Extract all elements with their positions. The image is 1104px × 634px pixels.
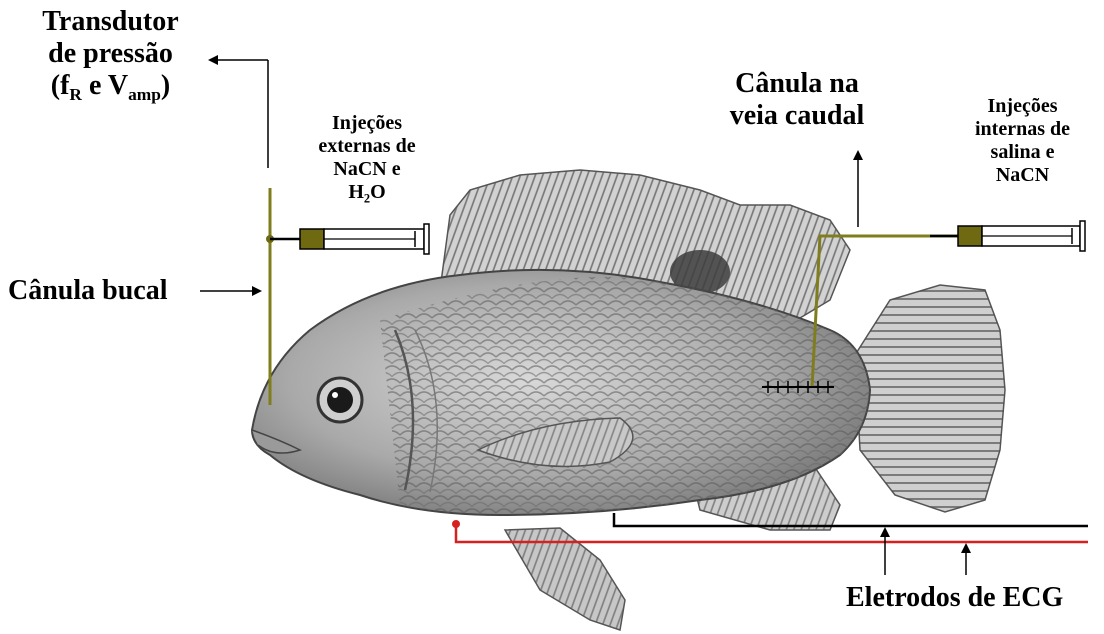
ecg-electrodes-label: Eletrodos de ECG [846, 582, 1063, 614]
internal-injections-line3: salina e [955, 141, 1090, 164]
external-syringe [300, 224, 429, 254]
external-injections-line1: Injeções [292, 112, 442, 135]
external-injections-line2: externas de [292, 135, 442, 158]
internal-injections-label: Injeções internas de salina e NaCN [955, 95, 1090, 187]
arrow-icon [853, 150, 863, 160]
internal-injections-line2: internas de [955, 118, 1090, 141]
arrow-icon [252, 286, 262, 296]
caudal-vein-cannula-label: Cânula na veia caudal [722, 68, 872, 132]
transducer-line1: Transdutor [28, 6, 193, 38]
transducer-label: Transdutor de pressão (fR e Vamp) [28, 6, 193, 103]
caudal-vein-line2: veia caudal [722, 100, 872, 132]
internal-injections-line4: NaCN [955, 164, 1090, 187]
external-injections-label: Injeções externas de NaCN e H2O [292, 112, 442, 204]
external-injections-line4: H2O [292, 181, 442, 204]
transducer-line3: (fR e Vamp) [28, 70, 193, 102]
arrow-icon [880, 527, 890, 537]
external-injections-line3: NaCN e [292, 158, 442, 181]
arrow-icon [208, 55, 218, 65]
internal-injections-line1: Injeções [955, 95, 1090, 118]
buccal-cannula-label: Cânula bucal [8, 275, 168, 307]
arrow-icon [961, 543, 971, 553]
caudal-vein-line1: Cânula na [722, 68, 872, 100]
internal-syringe [958, 221, 1085, 251]
transducer-line2: de pressão [28, 38, 193, 70]
